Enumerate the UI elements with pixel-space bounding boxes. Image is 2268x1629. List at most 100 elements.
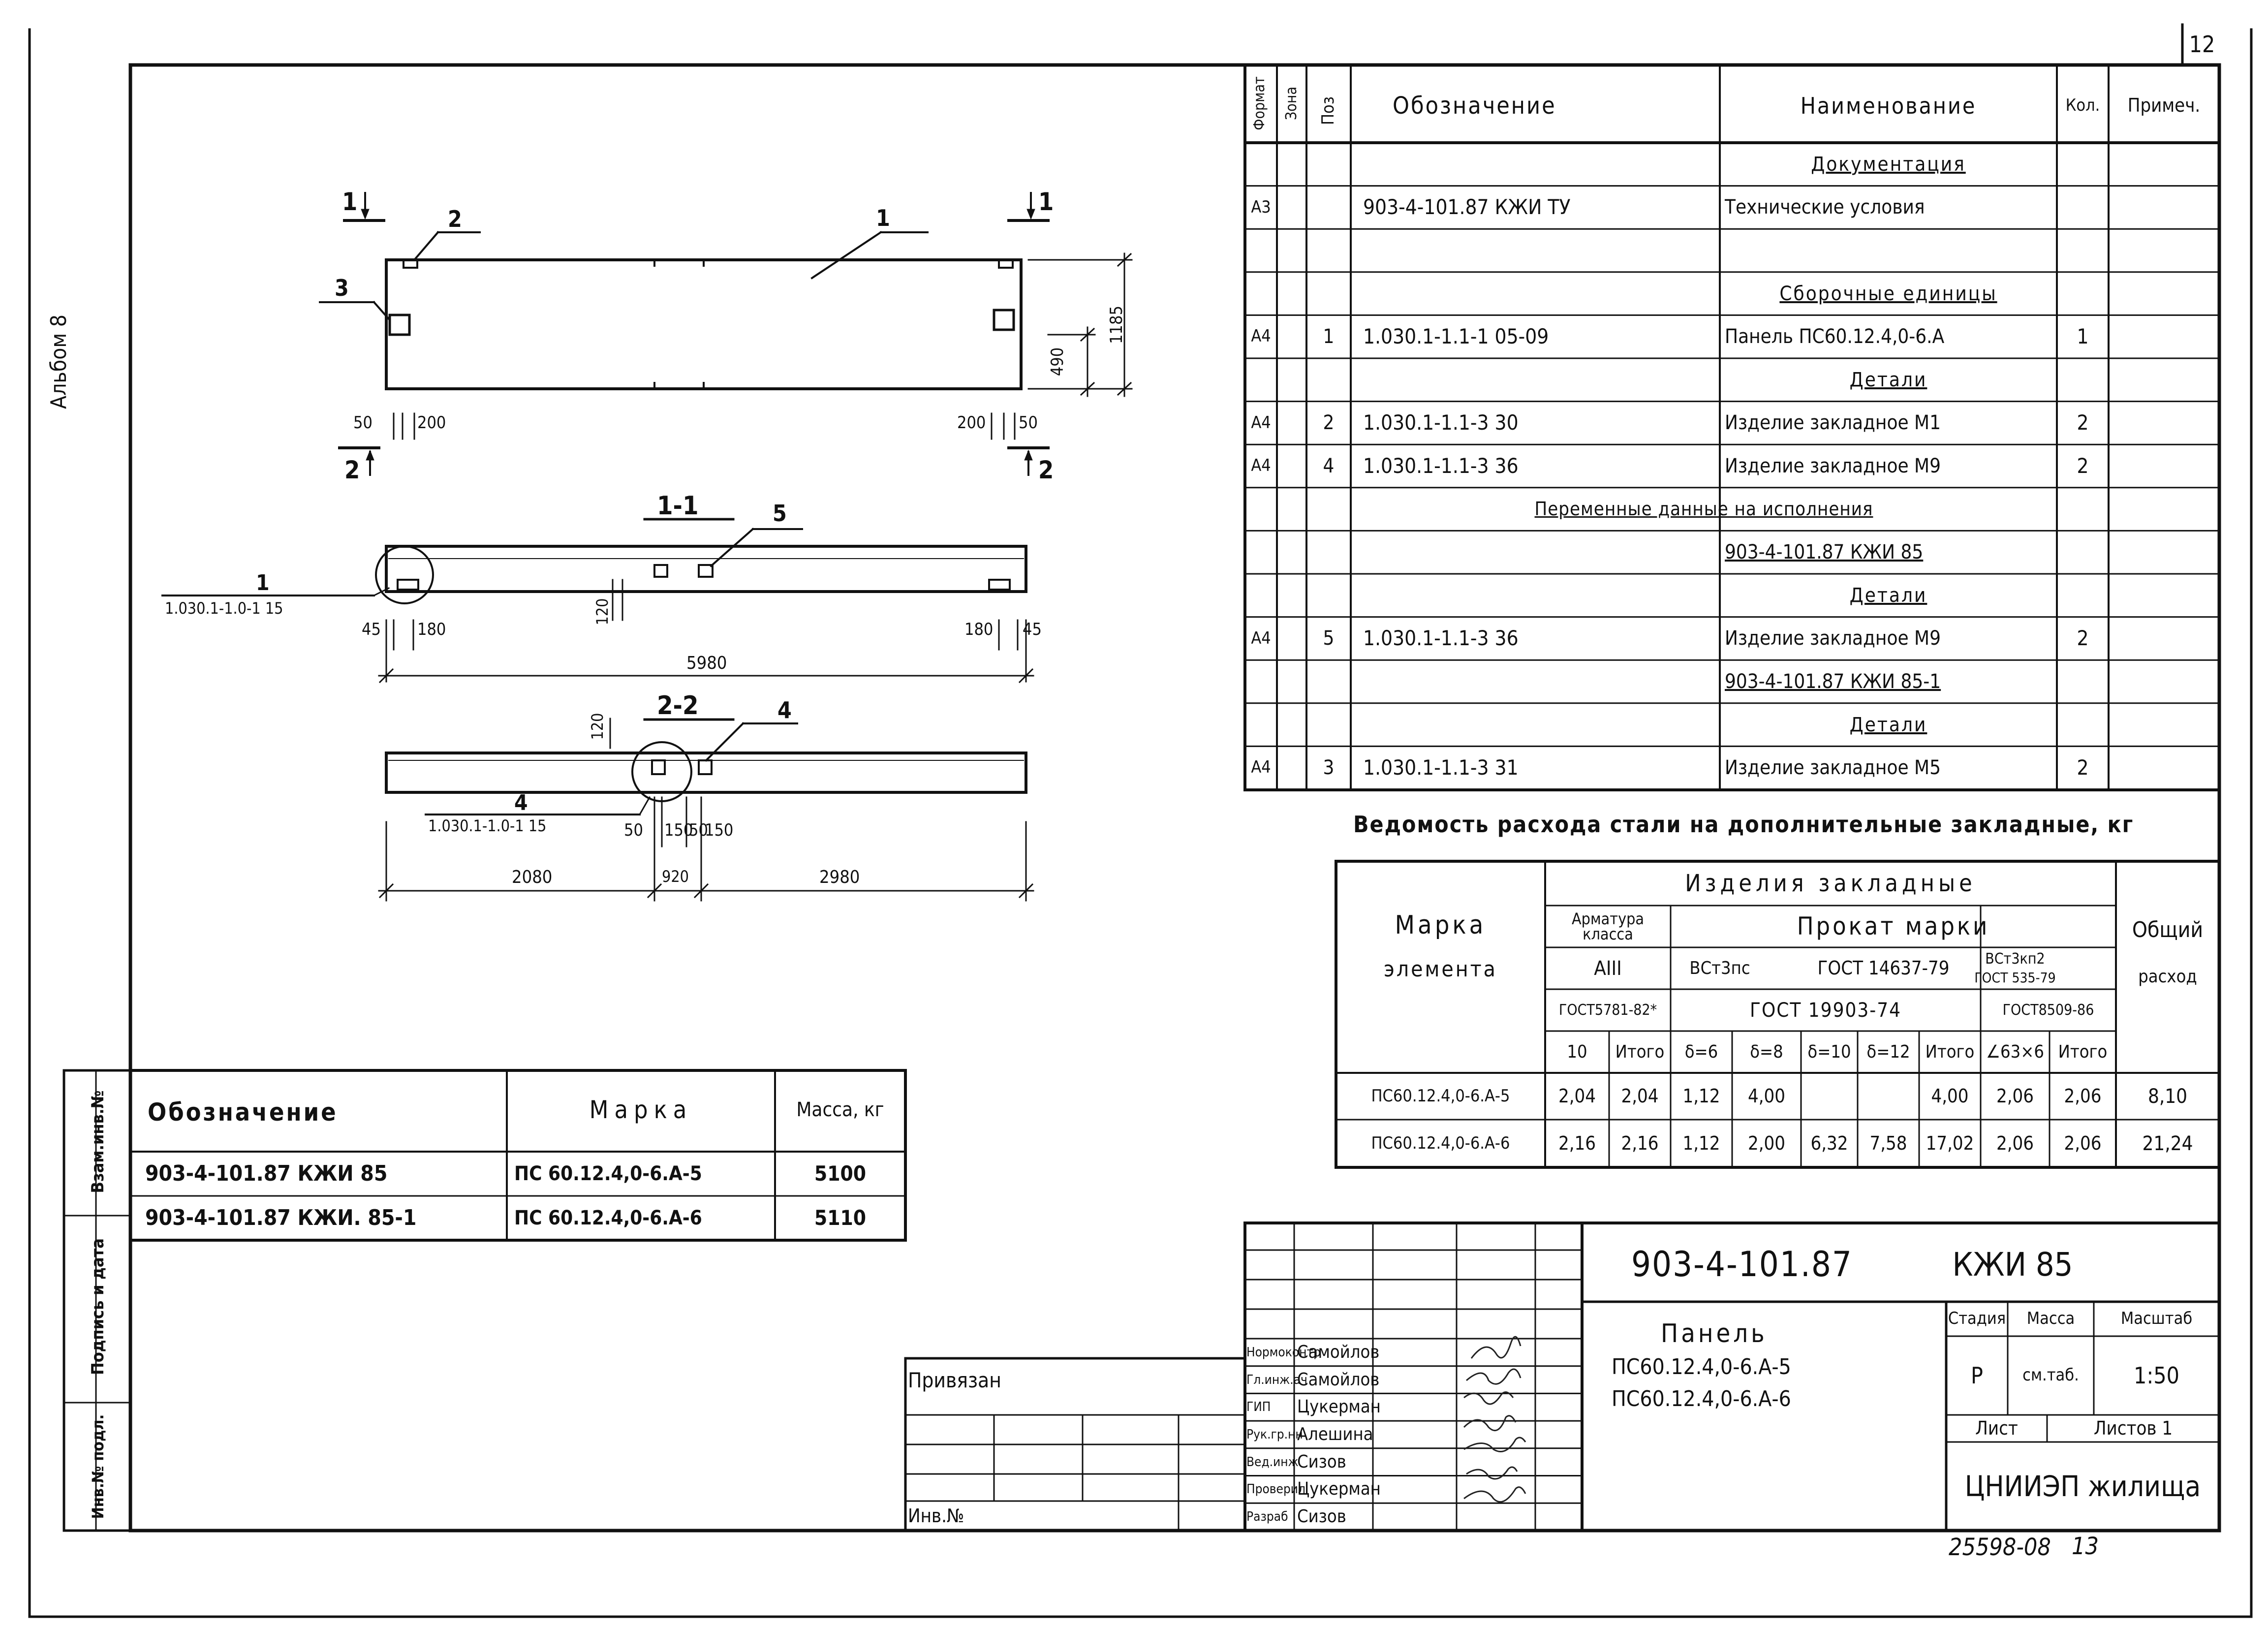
spec-cell-kol: 2	[2077, 755, 2089, 780]
tb-h-masshtab: Масштаб	[2120, 1309, 2193, 1329]
mass-cell-marka: ПС 60.12.4,0-6.А-6	[514, 1207, 702, 1229]
spec-cell-kol	[2057, 488, 2109, 531]
mass-cell-marka: ПС 60.12.4,0-6.А-5	[514, 1162, 702, 1185]
dim-150-a: 150	[664, 820, 693, 840]
spec-cell-kol	[2057, 229, 2109, 272]
dim-200-left: 200	[417, 413, 446, 433]
steel-col-header: δ=8	[1750, 1041, 1783, 1062]
dim-50-left: 50	[353, 413, 373, 433]
spec-cell-format	[1245, 272, 1277, 315]
spec-header-format: Формат	[1251, 76, 1269, 130]
spec-header-zona: Зона	[1283, 87, 1301, 120]
title-code: 903-4-101.87	[1631, 1244, 1853, 1285]
spec-cell-naimenovanie: Изделие закладное М9	[1725, 627, 1941, 650]
spec-cell-format: А4	[1251, 757, 1271, 778]
section-1-1-title: 1-1	[657, 491, 699, 521]
dim-1185: 1185	[1107, 306, 1127, 344]
spec-cell-naimenovanie: Детали	[1849, 368, 1927, 391]
dim-150-b: 150	[705, 820, 734, 840]
leader-label-4: 4	[777, 697, 792, 723]
section-mark-2-left: 2	[344, 456, 360, 484]
dim-45-right: 45	[1023, 620, 1042, 639]
steel-col-header: Итого	[2058, 1041, 2108, 1062]
steel-cell: 4,00	[1931, 1085, 1969, 1107]
steel-h-gost19903: ГОСТ 19903-74	[1749, 999, 1902, 1022]
spec-cell-kol: 2	[2077, 410, 2089, 435]
spec-cell-poz: 1	[1323, 325, 1335, 348]
spec-cell-oboznachenie: 1.030.1-1.1-3 31	[1363, 755, 1519, 780]
bottom-sheet-no: 13	[2072, 1533, 2099, 1560]
spec-cell-poz	[1306, 531, 1351, 574]
steel-row-mark: ПС60.12.4,0-6.А-5	[1371, 1086, 1510, 1106]
tb-h-stadia: Стадия	[1948, 1309, 2006, 1329]
tb-h-massa: Масса	[2026, 1309, 2075, 1329]
tb-massa: см.таб.	[2022, 1365, 2079, 1385]
spec-cell-naimenovanie: Панель ПС60.12.4,0-6.А	[1725, 325, 1945, 348]
tb-role: Гл.инж.ач	[1246, 1372, 1307, 1387]
dim-180-left: 180	[417, 620, 446, 639]
steel-cell: 1,12	[1682, 1085, 1720, 1107]
section-mark-2-right: 2	[1038, 456, 1054, 484]
mass-cell-massa: 5100	[814, 1161, 867, 1186]
spec-cell-poz	[1306, 186, 1351, 229]
spec-cell-naimenovanie: Технические условия	[1725, 196, 1925, 219]
tb-name: Сизов	[1297, 1451, 1346, 1472]
spec-header-naimenovanie: Наименование	[1800, 92, 1977, 119]
spec-cell-naimenovanie: 903-4-101.87 КЖИ 85-1	[1725, 670, 1941, 693]
spec-cell-kol	[2057, 143, 2109, 186]
signature-scribbles	[1463, 1336, 1526, 1503]
steel-h-gost14637: ГОСТ 14637-79	[1817, 957, 1950, 979]
spec-cell-naimenovanie: Сборочные единицы	[1779, 282, 1997, 305]
steel-cell: 2,06	[1996, 1132, 2034, 1154]
spec-cell-poz	[1306, 358, 1351, 402]
spec-cell-oboznachenie: 1.030.1-1.1-3 36	[1363, 453, 1519, 478]
spec-header-poz: Поз	[1318, 96, 1338, 125]
tb-role: Вед.инж	[1246, 1454, 1299, 1470]
spec-cell-poz: 2	[1323, 411, 1335, 435]
mass-h-obozn: Обозначение	[148, 1098, 338, 1127]
title-name-line2: ПС60.12.4,0-6.А-5	[1612, 1354, 1791, 1379]
dim-920: 920	[662, 867, 689, 886]
steel-cell: 2,16	[1621, 1132, 1659, 1154]
section-2-2-title: 2-2	[657, 691, 699, 721]
tb-name: Алешина	[1297, 1424, 1373, 1444]
ref-1.030.1-1.0-1-15-b: 1.030.1-1.0-1 15	[428, 816, 547, 835]
tb-org: ЦНИИЭП жилища	[1964, 1469, 2201, 1503]
tb-role: Разраб	[1246, 1509, 1288, 1525]
spec-cell-format	[1245, 488, 1277, 531]
mass-cell-obozn: 903-4-101.87 КЖИ. 85-1	[145, 1205, 417, 1230]
spec-cell-kol	[2057, 272, 2109, 315]
leader-label-2: 2	[448, 206, 462, 232]
spec-cell-format	[1245, 574, 1277, 617]
spec-cell-kol	[2057, 574, 2109, 617]
spec-cell-format	[1245, 358, 1277, 402]
leader-label-1: 1	[876, 205, 890, 231]
steel-cell: 6,32	[1810, 1132, 1848, 1154]
steel-col-header: δ=6	[1684, 1041, 1718, 1062]
spec-cell-poz	[1306, 660, 1351, 703]
steel-h-obshiy: Общий	[2132, 917, 2204, 942]
spec-cell-poz: 4	[1323, 454, 1335, 477]
steel-cell	[1801, 1073, 1858, 1120]
mass-cell-massa: 5110	[814, 1205, 867, 1230]
tb-privyazan: Привязан	[908, 1368, 1001, 1392]
spec-cell-naimenovanie: Изделие закладное М1	[1725, 411, 1941, 435]
tb-role: Нормоконтр	[1246, 1345, 1321, 1360]
steel-h-aiii: АIII	[1594, 957, 1622, 980]
dim-2080: 2080	[512, 867, 553, 887]
spec-header-primech: Примеч.	[2127, 94, 2201, 117]
stamp-podpis-data: Подпись и дата	[88, 1238, 108, 1375]
steel-col-header: δ=12	[1866, 1041, 1910, 1062]
tb-listov: Листов 1	[2093, 1417, 2173, 1439]
spec-cell-format	[1245, 660, 1277, 703]
steel-col-header: δ=10	[1807, 1041, 1851, 1062]
tb-stadia: Р	[1971, 1362, 1983, 1389]
tb-list: Лист	[1975, 1417, 2018, 1439]
spec-cell-kol: 2	[2077, 453, 2089, 478]
spec-cell-poz: 3	[1323, 756, 1335, 780]
steel-row-total: 8,10	[2147, 1085, 2188, 1108]
spec-cell-format: А4	[1251, 628, 1271, 648]
spec-cell-format: А4	[1251, 412, 1271, 433]
steel-h-vst3kp2: ВСт3кп2	[1985, 950, 2045, 968]
